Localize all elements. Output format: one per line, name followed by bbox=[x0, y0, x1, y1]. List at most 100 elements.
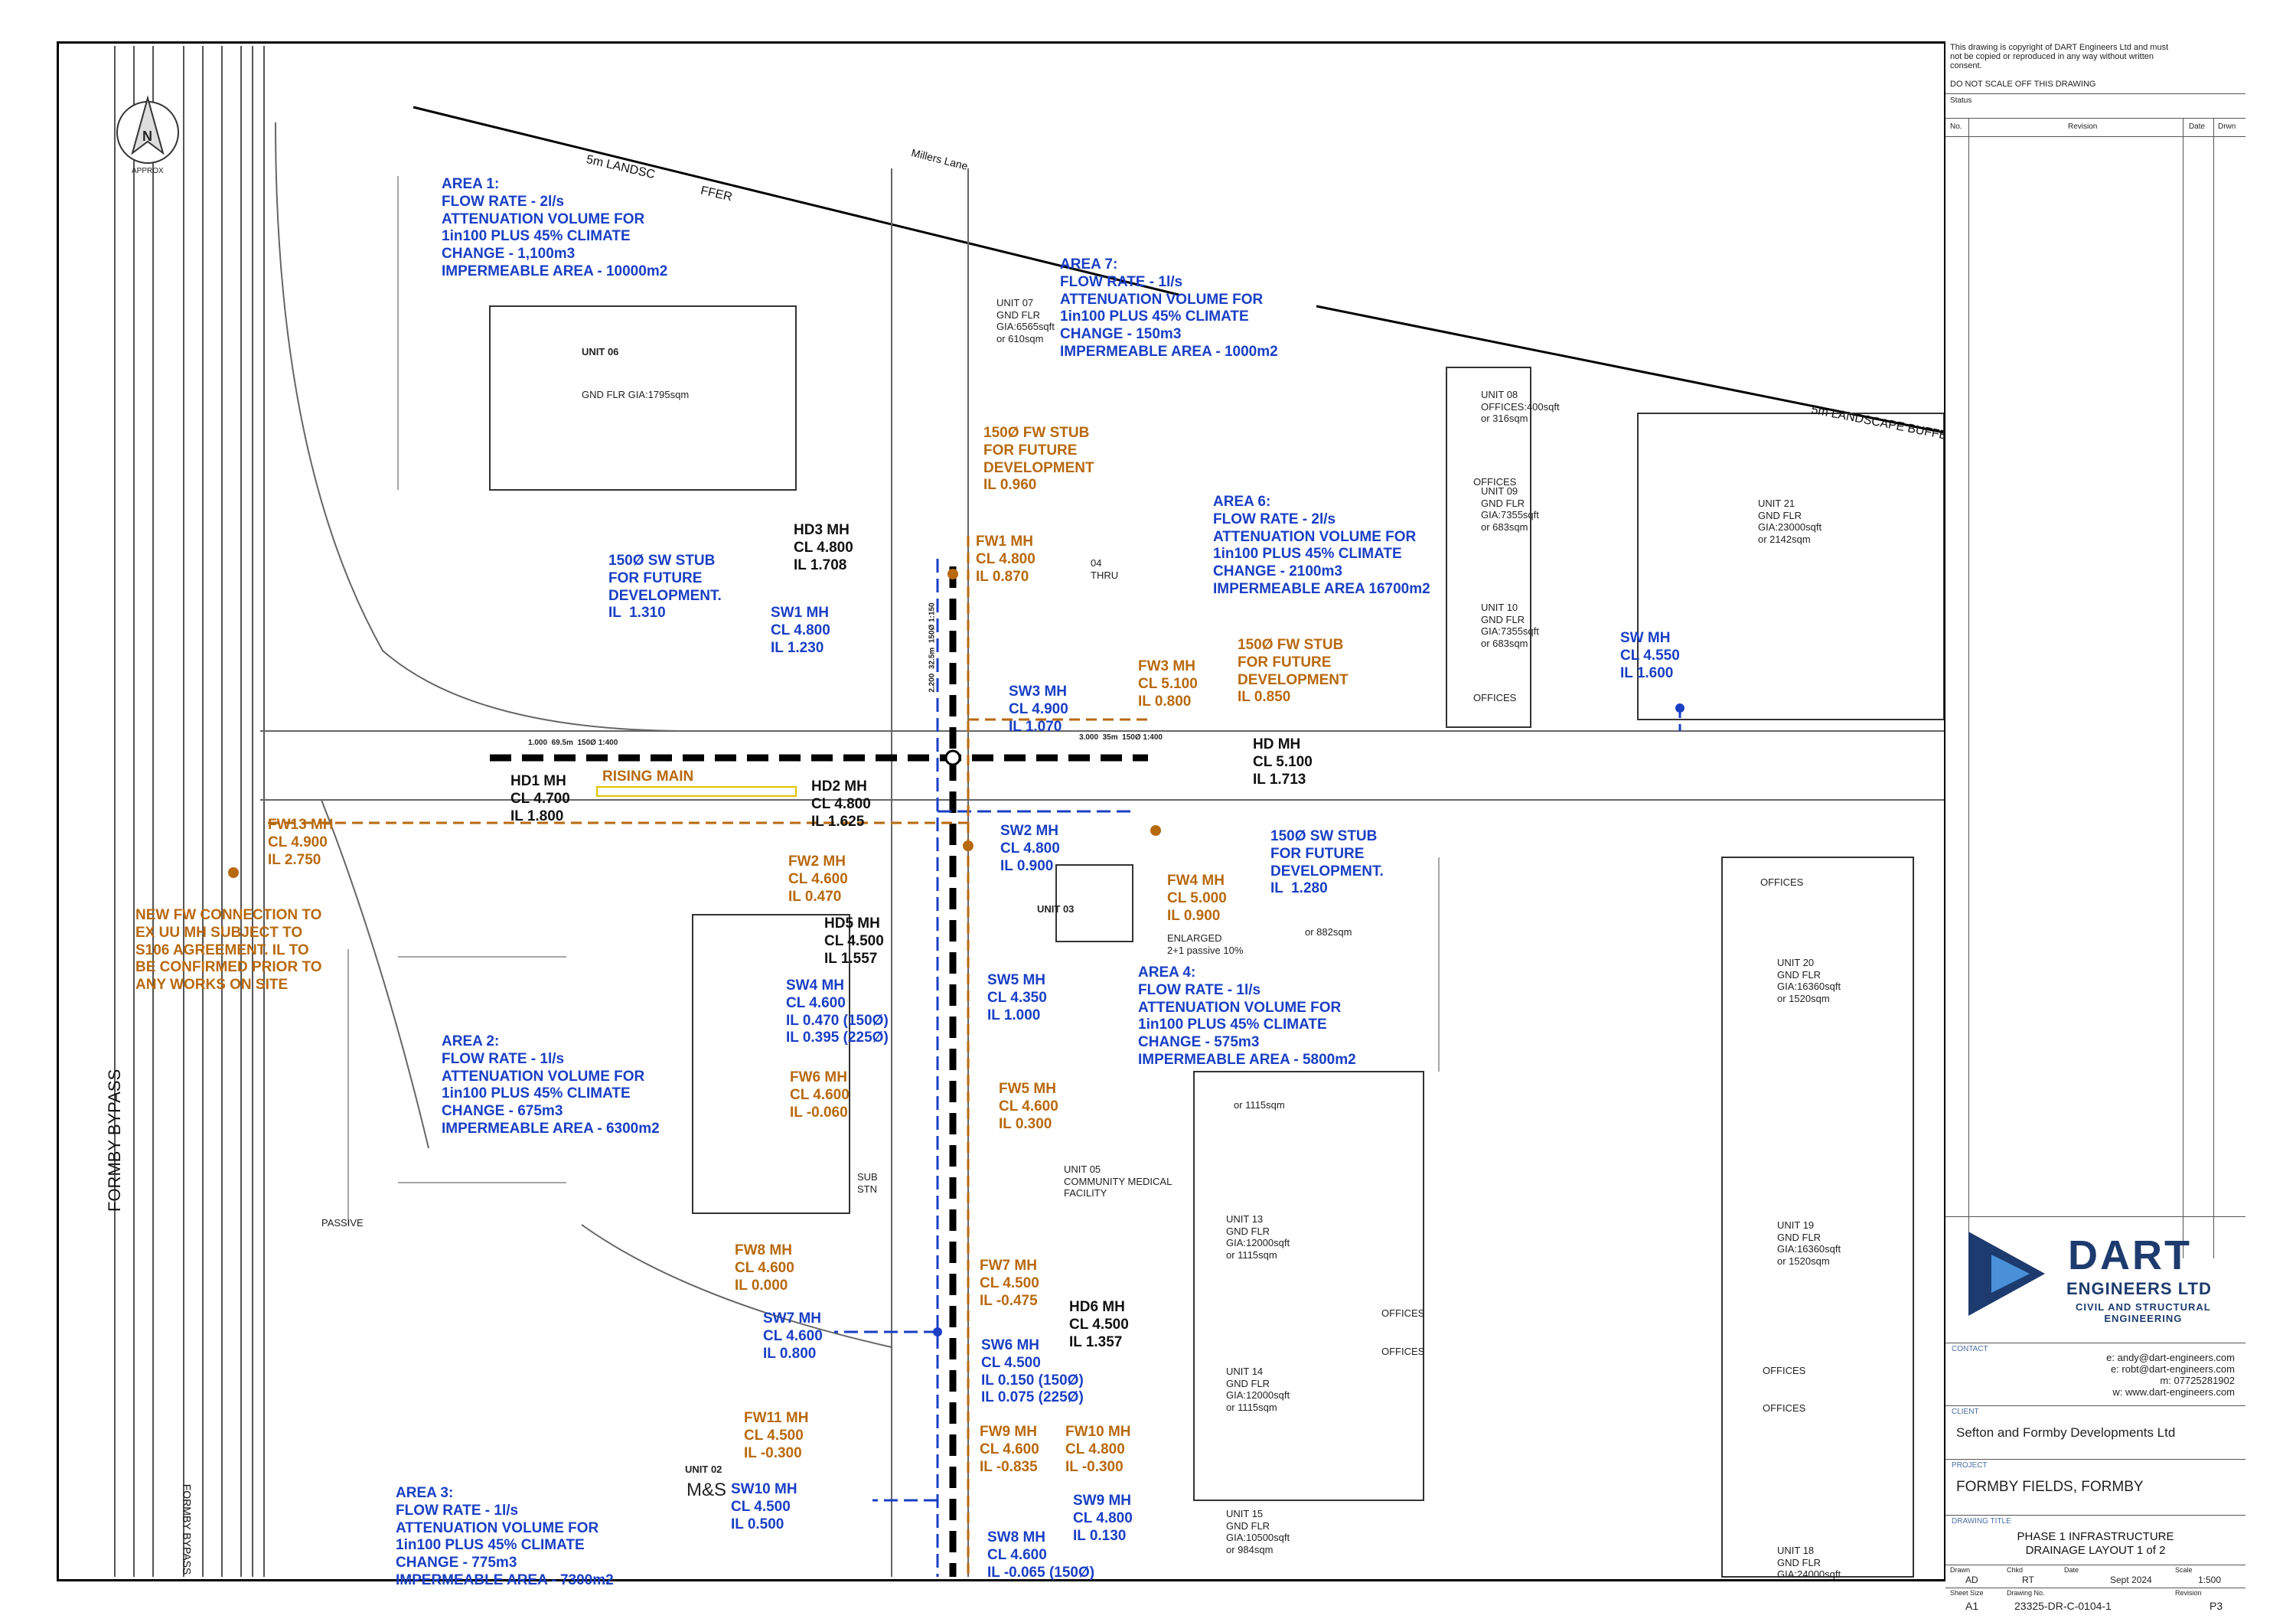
drawing-title-caption: DRAWING TITLE bbox=[1952, 1517, 2011, 1526]
unit-04-label: 04 THRU bbox=[1091, 557, 1119, 581]
offices-label-7: OFFICES bbox=[1763, 1402, 1806, 1414]
unit-05-label: UNIT 05 COMMUNITY MEDICAL FACILITY bbox=[1064, 1163, 1172, 1199]
area-4-note: AREA 4: FLOW RATE - 1l/s ATTENUATION VOL… bbox=[1138, 964, 1356, 1068]
pipe-label-2: 3.000 35m 150Ø 1:400 bbox=[1079, 733, 1163, 742]
drawing-title: PHASE 1 INFRASTRUCTURE DRAINAGE LAYOUT 1… bbox=[2017, 1530, 2174, 1557]
pipe-label-3: 2.200 32.5m 150Ø 1:150 bbox=[928, 602, 937, 693]
landscape-buffer-lines bbox=[413, 106, 1945, 434]
sw-stub-note-1: 150Ø SW STUB FOR FUTURE DEVELOPMENT. IL … bbox=[608, 553, 722, 622]
sw3-manhole-label: SW3 MH CL 4.900 IL 1.070 bbox=[1009, 684, 1068, 735]
do-not-scale-note: DO NOT SCALE OFF THIS DRAWING bbox=[1950, 80, 2096, 89]
sw8-manhole-label: SW8 MH CL 4.600 IL -0.065 (150Ø) bbox=[987, 1529, 1095, 1581]
dart-logo-icon bbox=[1968, 1232, 2045, 1316]
unit-10-label: UNIT 10 GND FLR GIA:7355sqft or 683sqm bbox=[1481, 602, 1539, 649]
drawing-no-caption: Drawing No. bbox=[2007, 1589, 2045, 1597]
col-date: Date bbox=[2189, 122, 2206, 131]
manhole-markers bbox=[228, 569, 1684, 1336]
combined-pipe-runs bbox=[490, 566, 1148, 1577]
copyright-note: This drawing is copyright of DART Engine… bbox=[1950, 43, 2169, 70]
hd-manhole-label: HD MH CL 5.100 IL 1.713 bbox=[1253, 736, 1313, 788]
fw11-manhole-label: FW11 MH CL 4.500 IL -0.300 bbox=[744, 1410, 809, 1461]
fw2-manhole-label: FW2 MH CL 4.600 IL 0.470 bbox=[788, 853, 848, 905]
sw4-manhole-label: SW4 MH CL 4.600 IL 0.470 (150Ø) IL 0.395… bbox=[786, 977, 889, 1046]
enlarged-note: ENLARGED 2+1 passive 10% bbox=[1167, 932, 1244, 956]
unit-07-label: UNIT 07 GND FLR GIA:6565sqft or 610sqm bbox=[996, 297, 1055, 344]
north-arrow-letter: N bbox=[142, 129, 152, 144]
date-caption: Date bbox=[2064, 1566, 2079, 1574]
area-2-note: AREA 2: FLOW RATE - 1l/s ATTENUATION VOL… bbox=[442, 1033, 660, 1137]
pipe-label-1: 1.000 69.5m 150Ø 1:400 bbox=[528, 739, 618, 747]
unit-19-label: UNIT 19 GND FLR GIA:16360sqft or 1520sqm bbox=[1777, 1219, 1841, 1267]
fw9-manhole-label: FW9 MH CL 4.600 IL -0.835 bbox=[980, 1424, 1039, 1475]
rising-main-label: RISING MAIN bbox=[602, 769, 694, 785]
unit-03-label: UNIT 03 bbox=[1037, 903, 1075, 915]
col-no: No. bbox=[1950, 122, 1962, 131]
contact-caption: CONTACT bbox=[1952, 1345, 1988, 1353]
drawn-value: AD bbox=[1965, 1575, 1978, 1585]
fw10-manhole-label: FW10 MH CL 4.800 IL -0.300 bbox=[1065, 1424, 1131, 1475]
unit-21-label: UNIT 21 GND FLR GIA:23000sqft or 2142sqm bbox=[1758, 498, 1822, 545]
sw2-manhole-label: SW2 MH CL 4.800 IL 0.900 bbox=[1000, 823, 1060, 874]
road-label-formby-bypass-lower: FORMBY BYPASS bbox=[181, 1483, 194, 1575]
sw9-manhole-label: SW9 MH CL 4.800 IL 0.130 bbox=[1073, 1493, 1133, 1544]
revision-caption: Revision bbox=[2175, 1589, 2202, 1597]
offices-label-3: OFFICES bbox=[1473, 476, 1517, 488]
new-fw-connection-note: NEW FW CONNECTION TO EX UU MH SUBJECT TO… bbox=[135, 907, 322, 994]
fw8-manhole-label: FW8 MH CL 4.600 IL 0.000 bbox=[735, 1242, 794, 1294]
col-drwn: Drwn bbox=[2218, 122, 2236, 131]
fw5-manhole-label: FW5 MH CL 4.600 IL 0.300 bbox=[999, 1081, 1058, 1132]
ms-store-label: M&S bbox=[687, 1480, 727, 1500]
logo-dart: DART bbox=[2068, 1232, 2192, 1278]
client-caption: CLIENT bbox=[1952, 1408, 1979, 1416]
sheet-value: A1 bbox=[1965, 1600, 1979, 1612]
sw10-manhole-label: SW10 MH CL 4.500 IL 0.500 bbox=[731, 1481, 797, 1532]
fw4-manhole-label: FW4 MH CL 5.000 IL 0.900 bbox=[1167, 873, 1227, 924]
foul-pipe-runs bbox=[268, 536, 1148, 1577]
fw13-manhole-label: FW13 MH CL 4.900 IL 2.750 bbox=[268, 817, 334, 868]
unit-18-label: UNIT 18 GND FLR GIA:24000sqft bbox=[1777, 1545, 1841, 1581]
hd3-manhole-label: HD3 MH CL 4.800 IL 1.708 bbox=[794, 522, 853, 573]
unit-14-label: UNIT 14 GND FLR GIA:12000sqft or 1115sqm bbox=[1226, 1366, 1290, 1413]
project-name: FORMBY FIELDS, FORMBY bbox=[1956, 1479, 2144, 1495]
sw-manhole-label: SW MH CL 4.550 IL 1.600 bbox=[1620, 630, 1680, 681]
date-value: Sept 2024 bbox=[2110, 1575, 2152, 1585]
rising-main-trench bbox=[596, 786, 797, 797]
parking-bays bbox=[347, 176, 1440, 1225]
scale-value: 1:500 bbox=[2198, 1575, 2222, 1585]
hd1-manhole-label: HD1 MH CL 4.700 IL 1.800 bbox=[510, 773, 570, 824]
fw3-manhole-label: FW3 MH CL 5.100 IL 0.800 bbox=[1138, 658, 1198, 710]
client-name: Sefton and Formby Developments Ltd bbox=[1956, 1425, 2176, 1440]
drawn-caption: Drawn bbox=[1950, 1566, 1971, 1574]
fw6-manhole-label: FW6 MH CL 4.600 IL -0.060 bbox=[790, 1069, 850, 1121]
fw-stub-note-2: 150Ø FW STUB FOR FUTURE DEVELOPMENT IL 0… bbox=[1238, 637, 1349, 706]
sw1-manhole-label: SW1 MH CL 4.800 IL 1.230 bbox=[771, 605, 830, 656]
unit-02-label: UNIT 02 bbox=[685, 1464, 722, 1475]
bypass-carriageway bbox=[114, 46, 265, 1577]
north-arrow-caption: APPROX bbox=[132, 167, 164, 175]
unit-20-label: UNIT 20 GND FLR GIA:16360sqft or 1520sqm bbox=[1777, 957, 1841, 1004]
chkd-value: RT bbox=[2022, 1575, 2034, 1585]
hd2-manhole-label: HD2 MH CL 4.800 IL 1.625 bbox=[811, 778, 871, 830]
unit-09-label: UNIT 09 GND FLR GIA:7355sqft or 683sqm bbox=[1481, 485, 1539, 533]
unit-13-label: UNIT 13 GND FLR GIA:12000sqft or 1115sqm bbox=[1226, 1213, 1290, 1261]
sw6-manhole-label: SW6 MH CL 4.500 IL 0.150 (150Ø) IL 0.075… bbox=[981, 1337, 1084, 1406]
unit-area-882: or 882sqm bbox=[1305, 926, 1352, 938]
sw5-manhole-label: SW5 MH CL 4.350 IL 1.000 bbox=[987, 972, 1047, 1023]
contact-details: e: andy@dart-engineers.com e: robt@dart-… bbox=[2106, 1352, 2235, 1398]
offices-label-1: OFFICES bbox=[1760, 876, 1804, 888]
offices-label-6: OFFICES bbox=[1763, 1365, 1806, 1376]
fw7-manhole-label: FW7 MH CL 4.500 IL -0.475 bbox=[980, 1258, 1039, 1309]
status-caption: Status bbox=[1950, 96, 1972, 105]
passive-label: PASSIVE bbox=[321, 1217, 364, 1229]
storm-pipe-runs bbox=[834, 559, 1681, 1577]
offices-label-5: OFFICES bbox=[1381, 1346, 1425, 1357]
sw7-manhole-label: SW7 MH CL 4.600 IL 0.800 bbox=[763, 1310, 823, 1362]
project-caption: PROJECT bbox=[1952, 1461, 1988, 1470]
hd5-manhole-label: HD5 MH CL 4.500 IL 1.557 bbox=[824, 915, 884, 967]
drawing-no-value: 23325-DR-C-0104-1 bbox=[2014, 1600, 2112, 1612]
title-block: This drawing is copyright of DART Engine… bbox=[1944, 41, 2245, 1612]
logo-engineers: ENGINEERS LTD bbox=[2066, 1279, 2212, 1298]
unit-06-title: UNIT 06 bbox=[582, 346, 619, 357]
unit-15-label: UNIT 15 GND FLR GIA:10500sqft or 984sqm bbox=[1226, 1508, 1290, 1555]
